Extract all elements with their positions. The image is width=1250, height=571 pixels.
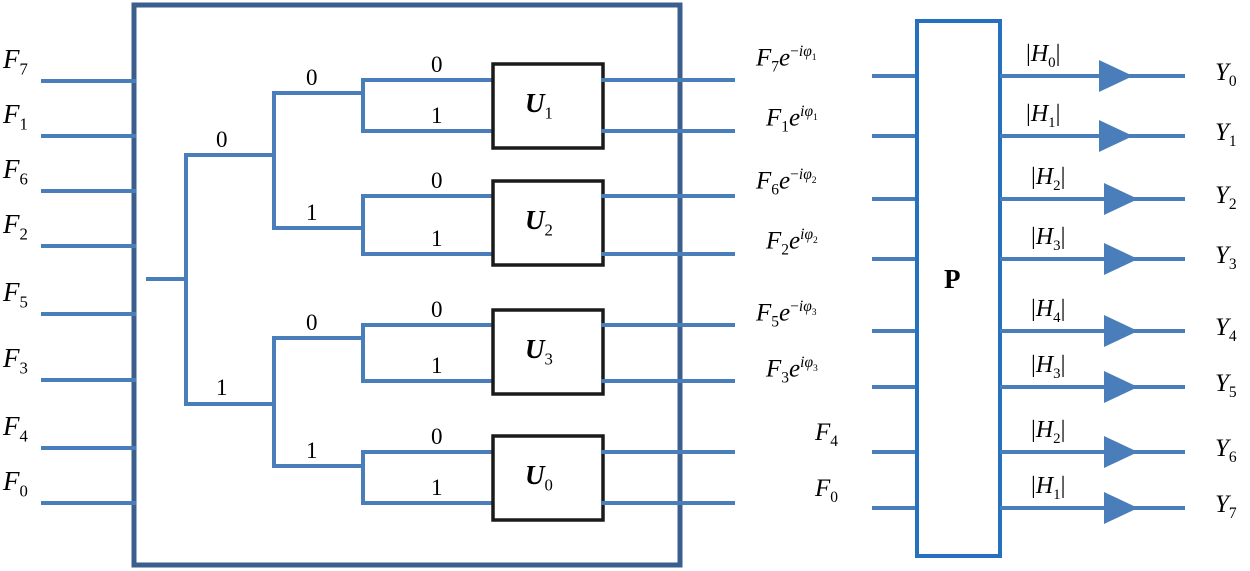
output-label-3: Y3 xyxy=(1215,242,1237,273)
mid-label-0: F7e−iφ1 xyxy=(756,43,817,76)
leaf-bit-2-1: 1 xyxy=(431,226,443,251)
tree-bit-root-0: 0 xyxy=(216,127,228,152)
mid-label-3: F2eiφ2 xyxy=(766,226,818,259)
mid-label-2: F6e−iφ2 xyxy=(756,166,817,199)
input-label-4: F5 xyxy=(3,277,28,312)
output-label-6: Y6 xyxy=(1215,435,1237,466)
tree-bit-upper-1: 1 xyxy=(306,200,318,225)
p-input-wire-group xyxy=(872,74,919,510)
tree-bit-root-1: 1 xyxy=(216,375,228,400)
arrow-icon-2 xyxy=(1104,183,1138,215)
input-label-6: F4 xyxy=(3,411,28,446)
output-label-5: Y5 xyxy=(1215,370,1237,401)
h-label-1: |H1| xyxy=(1026,101,1061,131)
output-arrowhead-group xyxy=(1099,60,1138,524)
u-box-0[interactable] xyxy=(491,434,605,522)
input-label-1: F1 xyxy=(3,99,28,134)
leaf-bit-1-0: 0 xyxy=(431,52,443,77)
mid-label-6: F4 xyxy=(815,419,839,450)
h-label-2: |H2| xyxy=(1031,164,1066,194)
mid-label-4: F5e−iφ3 xyxy=(756,298,817,331)
u-block-label-0: U0 xyxy=(525,460,553,495)
input-label-7: F0 xyxy=(3,466,28,501)
p-block-label: P xyxy=(944,264,961,294)
u-box-3[interactable] xyxy=(491,308,605,396)
arrow-icon-4 xyxy=(1104,315,1138,347)
input-label-5: F3 xyxy=(3,343,28,378)
leaf-bit-3-0: 0 xyxy=(431,297,443,322)
leaf-bit-4-1: 1 xyxy=(431,475,443,500)
h-label-3: |H3| xyxy=(1031,224,1066,254)
p-output-wire-group xyxy=(1000,74,1185,510)
input-label-3: F2 xyxy=(3,209,28,244)
output-label-7: Y7 xyxy=(1215,491,1237,522)
leaf-bit-3-1: 1 xyxy=(431,353,443,378)
outer-stage-box xyxy=(131,2,683,568)
h-label-7: |H1| xyxy=(1031,473,1066,503)
p-box[interactable] xyxy=(915,19,1002,558)
u-block-label-3: U3 xyxy=(525,334,553,369)
input-label-2: F6 xyxy=(3,154,28,189)
input-wire-group xyxy=(41,79,136,505)
mid-label-1: F1eiφ1 xyxy=(766,103,818,136)
tree-bit-lower-0: 0 xyxy=(306,310,318,335)
u-box-1[interactable] xyxy=(491,62,605,150)
leaf-bit-1-1: 1 xyxy=(431,103,443,128)
output-label-2: Y2 xyxy=(1215,182,1237,213)
u-block-label-1: U1 xyxy=(525,88,553,123)
output-label-4: Y4 xyxy=(1215,314,1237,345)
u-box-group xyxy=(491,62,605,522)
u-box-2[interactable] xyxy=(491,179,605,267)
h-label-0: |H0| xyxy=(1026,41,1061,71)
arrow-icon-0 xyxy=(1099,60,1133,92)
h-label-6: |H2| xyxy=(1031,417,1066,447)
u-block-label-2: U2 xyxy=(525,205,553,240)
mid-label-7: F0 xyxy=(815,475,839,506)
leaf-bit-4-0: 0 xyxy=(431,424,443,449)
arrow-icon-6 xyxy=(1104,436,1138,468)
mid-label-5: F3eiφ3 xyxy=(766,354,818,387)
h-label-5: |H3| xyxy=(1031,352,1066,382)
arrow-icon-1 xyxy=(1099,120,1133,152)
output-label-1: Y1 xyxy=(1215,119,1237,150)
tree-bit-upper-0: 0 xyxy=(306,65,318,90)
arrow-icon-5 xyxy=(1104,371,1138,403)
arrow-icon-3 xyxy=(1104,243,1138,275)
arrow-icon-7 xyxy=(1104,492,1138,524)
output-label-0: Y0 xyxy=(1215,59,1237,90)
u-output-wire-group xyxy=(601,78,735,505)
tree-bit-lower-1: 1 xyxy=(306,438,318,463)
input-label-0: F7 xyxy=(3,44,28,79)
routing-tree xyxy=(146,78,497,505)
leaf-bit-2-0: 0 xyxy=(431,168,443,193)
h-label-4: |H4| xyxy=(1031,296,1066,326)
